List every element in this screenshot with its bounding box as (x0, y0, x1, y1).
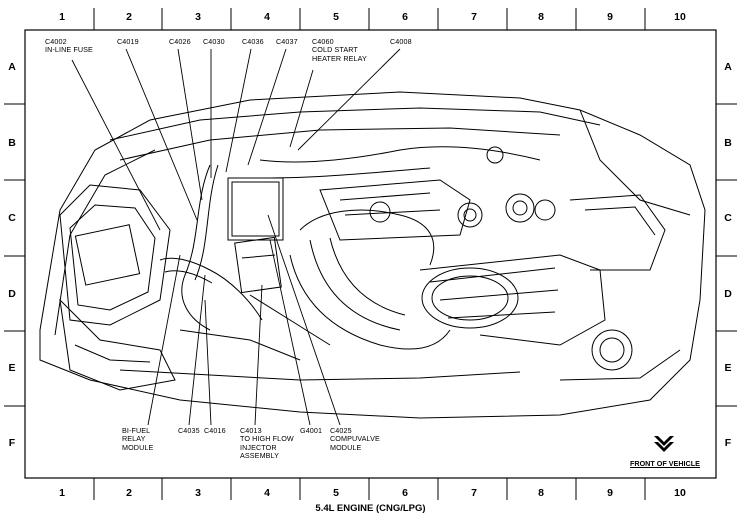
callout-c4002: C4002 IN-LINE FUSE (45, 37, 93, 55)
row-label-right: A (724, 61, 732, 73)
column-label-top: 2 (126, 11, 132, 23)
column-label-top: 10 (674, 11, 686, 23)
grid-ticks (4, 8, 737, 500)
column-label-bottom: 7 (471, 487, 477, 499)
column-label-bottom: 10 (674, 487, 686, 499)
column-label-top: 4 (264, 11, 270, 23)
callout-c4016: C4016 (204, 426, 226, 435)
callout-c4019: C4019 (117, 37, 139, 46)
callout-c4035: C4035 (178, 426, 200, 435)
column-label-bottom: 6 (402, 487, 408, 499)
row-label-left: E (8, 362, 16, 374)
column-label-top: 9 (607, 11, 613, 23)
callout-c4030: C4030 (203, 37, 225, 46)
row-label-right: E (724, 362, 732, 374)
callout-c4037: C4037 (276, 37, 298, 46)
column-label-top: 3 (195, 11, 201, 23)
figure-caption: 5.4L ENGINE (CNG/LPG) (315, 503, 426, 514)
callout-c4036: C4036 (242, 37, 264, 46)
front-of-vehicle-arrow-icon (654, 436, 674, 452)
callout-c4026: C4026 (169, 37, 191, 46)
callout-bi-fuel-relay-module: BI-FUEL RELAY MODULE (122, 426, 154, 452)
column-label-bottom: 9 (607, 487, 613, 499)
callout-c4025: C4025 COMPUVALVE MODULE (330, 426, 380, 452)
engine-illustration (39, 91, 706, 419)
column-label-bottom: 3 (195, 487, 201, 499)
column-label-bottom: 4 (264, 487, 270, 499)
column-label-bottom: 1 (59, 487, 65, 499)
row-label-left: A (8, 61, 16, 73)
column-label-top: 5 (333, 11, 339, 23)
column-label-bottom: 8 (538, 487, 544, 499)
row-label-left: F (8, 437, 16, 449)
callout-g4001: G4001 (300, 426, 323, 435)
row-label-right: B (724, 137, 732, 149)
column-label-top: 1 (59, 11, 65, 23)
column-label-bottom: 5 (333, 487, 339, 499)
column-label-top: 8 (538, 11, 544, 23)
column-label-top: 7 (471, 11, 477, 23)
column-label-bottom: 2 (126, 487, 132, 499)
row-label-right: D (724, 288, 732, 300)
row-label-left: C (8, 212, 16, 224)
column-label-top: 6 (402, 11, 408, 23)
callout-c4060: C4060 COLD START HEATER RELAY (312, 37, 367, 63)
row-label-left: D (8, 288, 16, 300)
leader-lines (71, 48, 401, 426)
row-label-right: C (724, 212, 732, 224)
row-label-right: F (724, 437, 732, 449)
callout-c4013: C4013 TO HIGH FLOW INJECTOR ASSEMBLY (240, 426, 294, 461)
row-label-left: B (8, 137, 16, 149)
callout-c4008: C4008 (390, 37, 412, 46)
front-of-vehicle-label: FRONT OF VEHICLE (630, 459, 700, 468)
